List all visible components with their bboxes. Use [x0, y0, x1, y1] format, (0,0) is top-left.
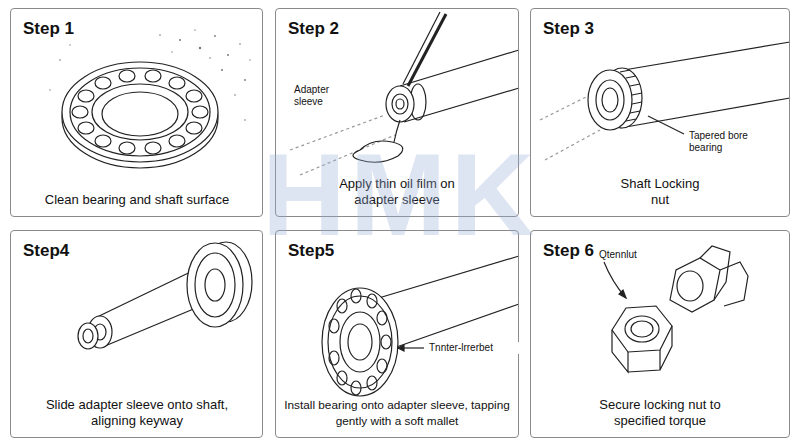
locking-nut-drawing — [604, 246, 748, 372]
part-label: Tapered bore bearing — [688, 130, 780, 154]
step-caption: Shaft Locking nut — [620, 176, 700, 208]
bearing-install-drawing — [322, 256, 519, 396]
step-panel: Step 6 Secure locking nut to specified to… — [530, 230, 790, 438]
step-panel: Step 1 Clean bearing and shaft surface — [10, 8, 263, 217]
part-label: Qtennlut — [598, 249, 660, 261]
bearing-on-shaft-drawing — [540, 42, 790, 160]
part-label: Adapter sleeve — [293, 84, 347, 108]
step-heading: Step 3 — [543, 19, 594, 39]
sleeve-drawing — [78, 242, 252, 349]
step-caption: Install bearing onto adapter sleeve, tap… — [277, 397, 517, 429]
step-caption: Slide adapter sleeve onto shaft, alignin… — [27, 397, 247, 429]
step-panel: Step4Slide adapter sleeve onto shaft, al… — [10, 230, 263, 438]
step-caption: Clean bearing and shaft surface — [22, 192, 252, 208]
step-heading: Step 6 — [543, 241, 594, 261]
step-caption: Secure locking nut to specified torque — [585, 397, 735, 429]
part-label: Tnnter-lrrerbet — [428, 342, 520, 354]
step-panel: Step 3 Shaft Locking nut — [530, 8, 790, 217]
step-heading: Step4 — [23, 241, 69, 261]
step-heading: Step 2 — [288, 19, 339, 39]
step-panel: Step5Install bearing onto adapter sleeve… — [275, 230, 519, 438]
bearing-drawing — [49, 29, 250, 168]
step-heading: Step 1 — [23, 19, 74, 39]
watermark: HMK — [262, 128, 538, 262]
